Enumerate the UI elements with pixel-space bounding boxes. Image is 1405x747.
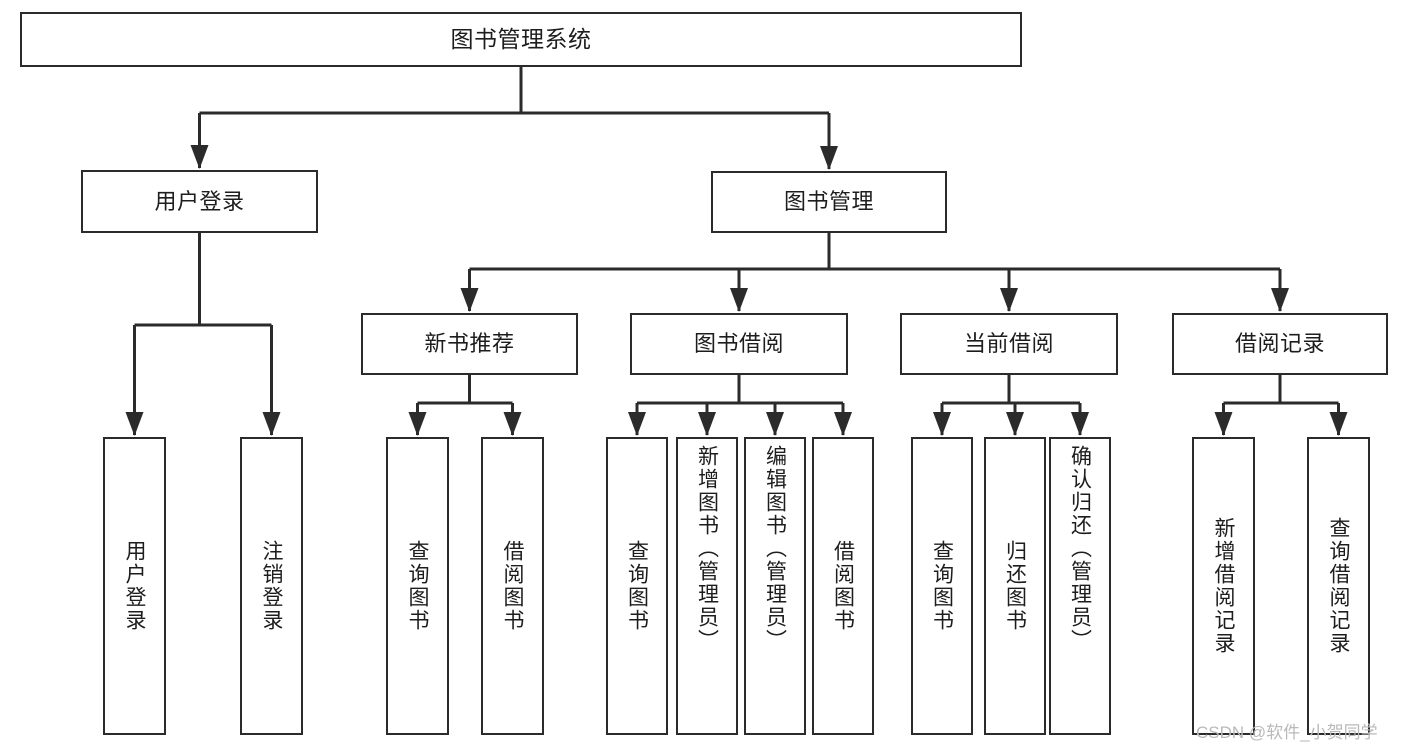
node-label: 图书管理系统 [450,25,592,52]
node-root[interactable]: 图书管理系统 [20,12,1022,67]
node-user-login[interactable]: 用户登录 [81,170,318,233]
node-label: 当前借阅 [963,331,1054,357]
leaf-query-borrow-record[interactable]: 查询借阅记录 [1307,437,1370,735]
leaf-edit-book-admin[interactable]: 编辑图书（管理员） [744,437,806,735]
node-label: 图书借阅 [693,331,784,357]
node-label: 归还图书 [1003,540,1027,632]
node-current-borrow[interactable]: 当前借阅 [900,313,1118,375]
node-new-book-recommend[interactable]: 新书推荐 [361,313,578,375]
node-label: 用户登录 [154,188,245,214]
node-label: 确认归还（管理员） [1068,445,1092,652]
node-label: 借阅记录 [1234,331,1325,357]
leaf-query-book-new[interactable]: 查询图书 [386,437,449,735]
node-label: 新增图书（管理员） [695,445,719,652]
node-label: 查询图书 [625,540,649,632]
node-label: 查询借阅记录 [1327,517,1350,655]
node-label: 查询图书 [930,540,954,632]
node-label: 注销登录 [260,540,283,632]
node-label: 借阅图书 [501,540,524,632]
leaf-query-book-borrow[interactable]: 查询图书 [606,437,668,735]
leaf-user-login[interactable]: 用户登录 [103,437,166,735]
node-label: 图书管理 [783,189,874,215]
leaf-return-book[interactable]: 归还图书 [984,437,1046,735]
node-label: 新增借阅记录 [1212,517,1235,655]
node-label: 查询图书 [406,540,429,632]
csdn-watermark: CSDN @软件_小贺同学 [1196,723,1378,742]
node-book-management[interactable]: 图书管理 [711,171,947,233]
leaf-add-borrow-record[interactable]: 新增借阅记录 [1192,437,1255,735]
leaf-add-book-admin[interactable]: 新增图书（管理员） [676,437,738,735]
leaf-confirm-return-admin[interactable]: 确认归还（管理员） [1049,437,1111,735]
leaf-borrow-book-new[interactable]: 借阅图书 [481,437,544,735]
leaf-logout-login[interactable]: 注销登录 [240,437,303,735]
leaf-borrow-book[interactable]: 借阅图书 [812,437,874,735]
node-label: 新书推荐 [424,331,515,357]
node-book-borrow[interactable]: 图书借阅 [630,313,848,375]
node-label: 用户登录 [123,540,146,632]
node-label: 借阅图书 [831,540,855,632]
node-borrow-record[interactable]: 借阅记录 [1172,313,1388,375]
node-label: 编辑图书（管理员） [763,445,787,652]
leaf-query-book-current[interactable]: 查询图书 [911,437,973,735]
